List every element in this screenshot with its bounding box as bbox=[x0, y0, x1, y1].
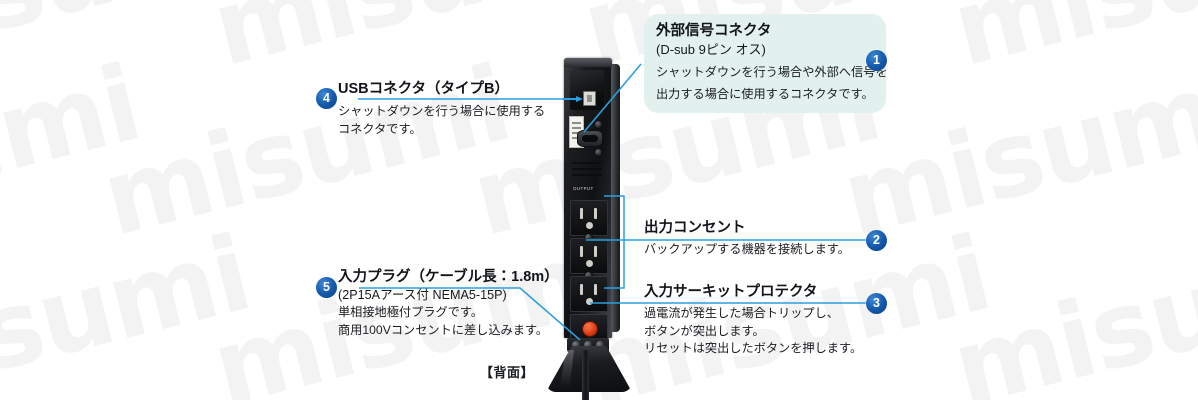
callout-5-title: 入力プラグ（ケーブル長：1.8m） bbox=[338, 269, 559, 285]
callout-badge-3[interactable]: 3 bbox=[866, 293, 887, 314]
watermark-text: misumi bbox=[0, 0, 261, 90]
device-stand bbox=[546, 346, 632, 392]
callout-5: 入力プラグ（ケーブル長：1.8m） (2P15Aアース付 NEMA5-15P) … bbox=[338, 268, 559, 339]
callout-2-body-line-1: バックアップする機器を接続します。 bbox=[644, 242, 850, 257]
callout-5-body-line-2: 商用100Vコンセントに差し込みます。 bbox=[338, 322, 549, 337]
watermark-text: misumi bbox=[941, 211, 1198, 400]
callout-1: 外部信号コネクタ (D-sub 9ピン オス) シャットダウンを行う場合や外部へ… bbox=[644, 14, 888, 113]
vent-slot bbox=[572, 162, 602, 164]
circuit-protector-button-icon bbox=[582, 321, 598, 337]
watermark-text: misumi bbox=[0, 382, 151, 400]
callout-2: 出力コンセント バックアップする機器を接続します。 bbox=[644, 219, 850, 259]
callout-badge-1[interactable]: 1 bbox=[866, 50, 887, 71]
watermark-text: misumi bbox=[941, 0, 1198, 90]
output-outlet bbox=[570, 276, 608, 312]
callout-badge-5[interactable]: 5 bbox=[316, 277, 337, 298]
callout-1-title: 外部信号コネクタ bbox=[656, 23, 772, 39]
callout-4-body-line-1: シャットダウンを行う場合に使用する bbox=[338, 104, 546, 119]
callout-5-body-line-1: 単相接地極付プラグです。 bbox=[338, 305, 484, 320]
watermark-text: misumi bbox=[91, 382, 520, 400]
callout-3-body-line-3: リセットは突出したボタンを押します。 bbox=[644, 341, 863, 356]
screw-icon bbox=[594, 148, 603, 157]
callout-3-body-line-2: ボタンが突出します。 bbox=[644, 323, 765, 338]
watermark-text: misumi bbox=[0, 41, 151, 261]
watermark-text: misumi bbox=[0, 211, 261, 400]
watermark-text: misumi bbox=[461, 382, 890, 400]
output-silkscreen-label: OUTPUT bbox=[573, 186, 594, 192]
callout-4-body-line-2: コネクタです。 bbox=[338, 121, 422, 136]
usb-port-icon bbox=[583, 91, 596, 106]
callout-5-subtitle: (2P15Aアース付 NEMA5-15P) bbox=[338, 288, 507, 303]
callout-3-title: 入力サーキットプロテクタ bbox=[644, 284, 818, 300]
device-side-panel bbox=[611, 64, 620, 332]
callout-1-body-line-1: シャットダウンを行う場合や外部へ信号を bbox=[656, 64, 888, 79]
power-cable bbox=[582, 350, 589, 400]
callout-badge-2[interactable]: 2 bbox=[866, 230, 887, 251]
callout-1-subtitle: (D-sub 9ピン オス) bbox=[656, 42, 766, 58]
callout-3-body-line-1: 過電流が発生した場合トリップし、 bbox=[644, 306, 839, 321]
callout-1-body-line-2: 出力する場合に使用するコネクタです。 bbox=[656, 87, 874, 102]
vent-slot bbox=[572, 174, 602, 176]
callout-4: USBコネクタ（タイプB） シャットダウンを行う場合に使用する コネクタです。 bbox=[338, 80, 545, 138]
watermark-text: misumi bbox=[831, 382, 1198, 400]
output-outlet bbox=[570, 238, 608, 274]
watermark-text: misumi bbox=[91, 41, 521, 261]
callout-2-title: 出力コンセント bbox=[644, 220, 746, 236]
vent-slot bbox=[572, 168, 602, 170]
figure-caption: 【背面】 bbox=[480, 365, 535, 380]
callout-4-title: USBコネクタ（タイプB） bbox=[338, 81, 510, 97]
callout-3: 入力サーキットプロテクタ 過電流が発生した場合トリップし、 ボタンが突出します。… bbox=[644, 283, 862, 357]
callout-badge-4[interactable]: 4 bbox=[316, 88, 337, 109]
dsub-connector-icon bbox=[577, 130, 603, 147]
screw-icon bbox=[594, 120, 603, 129]
device-top-cap bbox=[564, 58, 612, 67]
output-outlet bbox=[570, 200, 608, 236]
